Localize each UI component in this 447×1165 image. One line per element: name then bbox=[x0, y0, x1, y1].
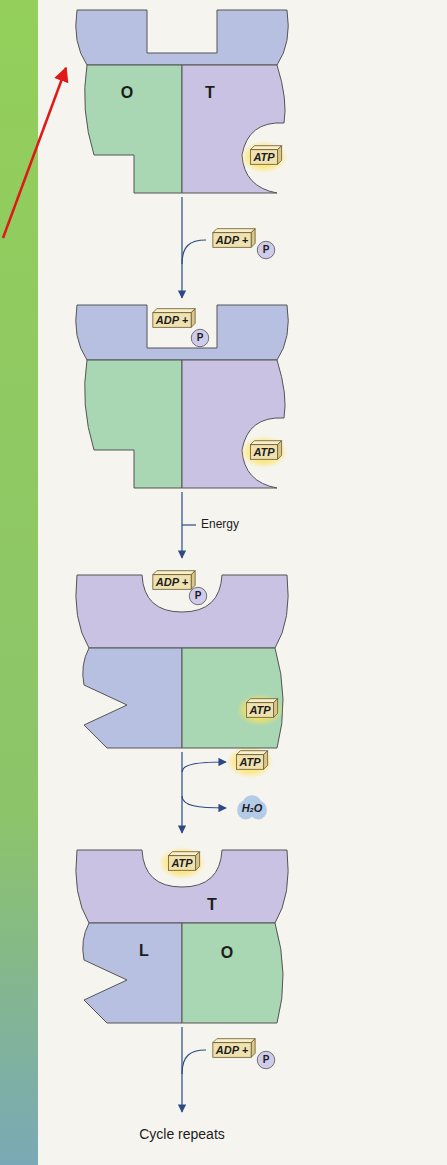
edge-label: Energy bbox=[201, 518, 239, 532]
reaction-arrow bbox=[181, 197, 182, 298]
molecule-box-side bbox=[251, 1039, 255, 1058]
phosphate-circle bbox=[191, 329, 209, 347]
reaction-arrow bbox=[181, 752, 182, 833]
molecule-box bbox=[213, 1043, 251, 1058]
molecule-box-side bbox=[251, 229, 255, 248]
top-subunit bbox=[76, 575, 288, 648]
molecule-label: ADP + bbox=[156, 576, 188, 589]
open-subunit bbox=[85, 65, 182, 193]
open-subunit bbox=[85, 360, 182, 488]
molecule-box-side bbox=[274, 699, 278, 718]
icon-group bbox=[213, 229, 255, 248]
molecule-box bbox=[213, 233, 251, 248]
tight-subunit bbox=[182, 65, 285, 193]
molecule-box bbox=[153, 575, 191, 590]
phosphate-circle bbox=[257, 1051, 275, 1069]
molecule-label: ATP bbox=[239, 756, 260, 769]
molecule-box-top bbox=[153, 571, 195, 575]
complex-outline bbox=[72, 300, 292, 490]
energy-glow bbox=[236, 694, 283, 727]
substrate-branch bbox=[182, 1050, 206, 1074]
complex-outline bbox=[72, 5, 292, 195]
molecule-box bbox=[246, 703, 273, 718]
phosphate-label: P bbox=[263, 1054, 270, 1066]
molecule-box-top bbox=[153, 309, 195, 313]
side-strip bbox=[0, 0, 38, 1165]
icon-group bbox=[257, 1051, 275, 1069]
molecule-box-top bbox=[250, 441, 281, 445]
icon-group bbox=[213, 1039, 255, 1058]
molecule-box-top bbox=[168, 852, 199, 856]
phosphate-label: P bbox=[195, 590, 202, 602]
icon-group bbox=[226, 746, 273, 779]
beta-band bbox=[76, 10, 289, 65]
enzyme-complex: ATP T L O bbox=[72, 835, 292, 1025]
enzyme-complex: ADP + P ATP bbox=[72, 300, 292, 490]
molecule-label: ADP + bbox=[216, 234, 248, 247]
open-subunit bbox=[182, 648, 283, 748]
energy-glow bbox=[240, 436, 287, 469]
subunit-letter: O bbox=[221, 944, 233, 962]
product-branch bbox=[182, 796, 226, 808]
molecule-box-side bbox=[264, 751, 268, 770]
open-subunit bbox=[182, 923, 283, 1023]
caption-note: Cycle repeats bbox=[139, 1126, 225, 1142]
molecule-box-side bbox=[278, 146, 282, 165]
icon-group bbox=[237, 795, 267, 819]
molecule-label: ATP bbox=[253, 446, 274, 459]
molecule-label: ATP bbox=[249, 704, 270, 717]
molecule-box-top bbox=[246, 699, 277, 703]
phosphate-label: P bbox=[263, 244, 270, 256]
water-cloud bbox=[242, 795, 263, 816]
subunit-letter: O bbox=[121, 84, 133, 102]
product-branch bbox=[182, 762, 226, 772]
molecule-box bbox=[168, 856, 195, 871]
molecule-box-side bbox=[278, 441, 282, 460]
molecule-box-side bbox=[191, 309, 195, 328]
molecule-box-side bbox=[191, 571, 195, 590]
molecule-box-top bbox=[213, 229, 255, 233]
molecule-box bbox=[250, 150, 277, 165]
input-tick bbox=[182, 524, 196, 525]
icon-group bbox=[257, 241, 275, 259]
energy-glow bbox=[240, 141, 287, 174]
molecule-box-top bbox=[250, 146, 281, 150]
tight-subunit bbox=[182, 360, 285, 488]
molecule-box bbox=[153, 313, 191, 328]
subunit-letter: T bbox=[207, 896, 217, 914]
top-subunit bbox=[76, 850, 288, 923]
icon-group bbox=[240, 141, 287, 174]
loose-subunit bbox=[83, 648, 182, 748]
complex-outline bbox=[72, 560, 292, 750]
pointer-arrow bbox=[3, 68, 66, 238]
molecule-box bbox=[250, 445, 277, 460]
beta-band bbox=[76, 305, 289, 360]
molecule-box-top bbox=[213, 1039, 255, 1043]
energy-glow bbox=[226, 746, 273, 779]
molecule-box-top bbox=[236, 751, 267, 755]
subunit-letter: T bbox=[205, 84, 215, 102]
enzyme-complex: ADP + P ATP bbox=[72, 560, 292, 750]
molecule-label: ATP bbox=[171, 857, 192, 870]
molecule-label: ATP bbox=[253, 151, 274, 164]
phosphate-circle bbox=[257, 241, 275, 259]
molecule-box bbox=[236, 755, 263, 770]
molecule-box-side bbox=[196, 852, 200, 871]
enzyme-complex: O T ATP bbox=[72, 5, 292, 195]
phosphate-label: P bbox=[197, 332, 204, 344]
molecule-label: H₂O bbox=[242, 802, 263, 815]
icon-group bbox=[153, 571, 284, 727]
loose-subunit bbox=[83, 923, 182, 1023]
molecule-label: ADP + bbox=[156, 314, 188, 327]
substrate-branch bbox=[182, 240, 206, 264]
phosphate-circle bbox=[189, 587, 207, 605]
molecule-label: ADP + bbox=[216, 1044, 248, 1057]
energy-glow bbox=[158, 847, 205, 880]
subunit-letter: L bbox=[139, 942, 149, 960]
icon-group bbox=[158, 847, 205, 880]
icon-group bbox=[153, 309, 288, 469]
